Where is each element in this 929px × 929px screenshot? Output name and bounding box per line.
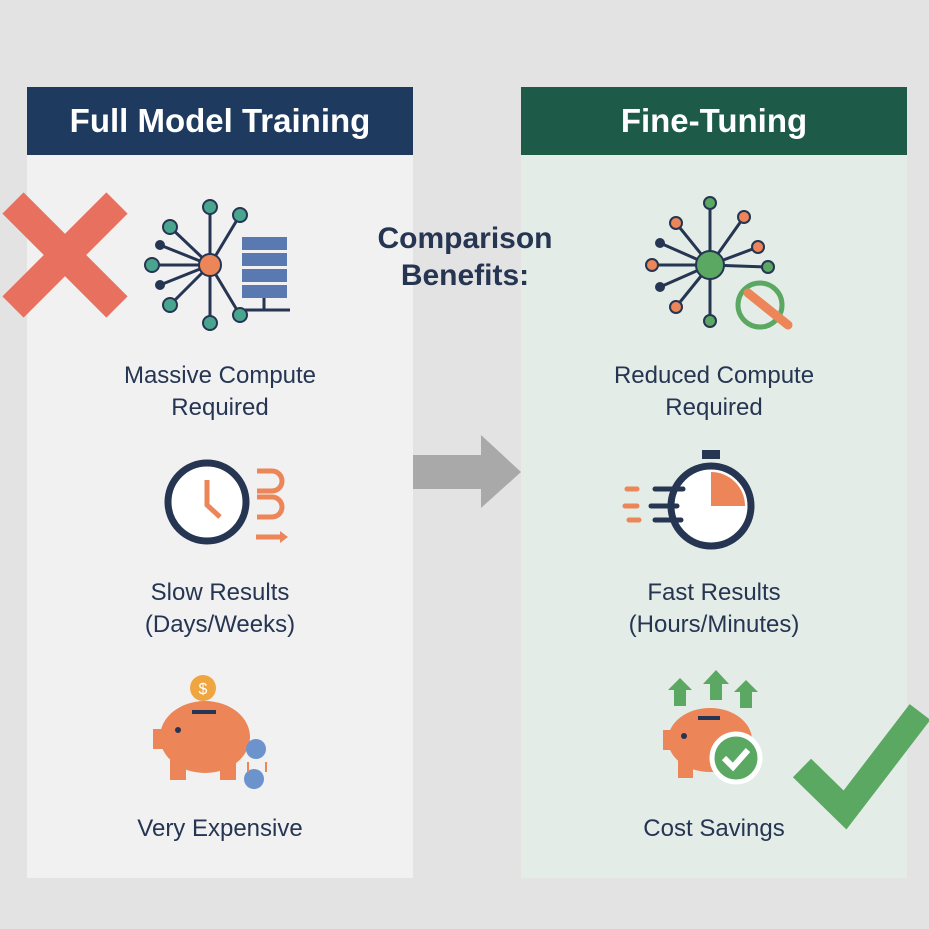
cost-savings-label: Cost Savings bbox=[643, 815, 785, 842]
label-line: Massive Compute bbox=[123, 362, 317, 389]
label-line: Fast Results bbox=[647, 579, 781, 606]
panel-header: Fine-Tuning bbox=[521, 87, 907, 155]
neural-network-server-icon bbox=[144, 199, 290, 331]
label-line: (Hours/Minutes) bbox=[628, 611, 800, 638]
x-mark-icon bbox=[2, 192, 128, 318]
clock-icon bbox=[164, 459, 288, 545]
label-line: Required bbox=[171, 394, 269, 421]
arrow-right-icon bbox=[413, 435, 521, 508]
svg-text:$: $ bbox=[199, 681, 208, 698]
label-line: Slow Results bbox=[150, 579, 290, 606]
label-line: Reduced Compute bbox=[613, 362, 815, 389]
check-mark-icon bbox=[792, 704, 929, 830]
comparison-title: Comparison Benefits: bbox=[360, 220, 570, 294]
slow-results-label: Slow Results (Days/Weeks) bbox=[27, 577, 413, 641]
title-line: Benefits: bbox=[400, 259, 530, 292]
neural-network-wrench-icon bbox=[645, 196, 793, 330]
title-line: Comparison bbox=[377, 222, 553, 255]
very-expensive-label: Very Expensive bbox=[137, 815, 303, 842]
label-line: (Days/Weeks) bbox=[144, 611, 296, 638]
piggy-bank-check-icon bbox=[663, 670, 763, 785]
stopwatch-icon bbox=[622, 450, 755, 550]
fast-results-label: Fast Results (Hours/Minutes) bbox=[521, 577, 907, 641]
label-line: Required bbox=[665, 394, 763, 421]
panel-header: Full Model Training bbox=[27, 87, 413, 155]
piggy-bank-losing-coins-icon: $ bbox=[153, 675, 267, 789]
